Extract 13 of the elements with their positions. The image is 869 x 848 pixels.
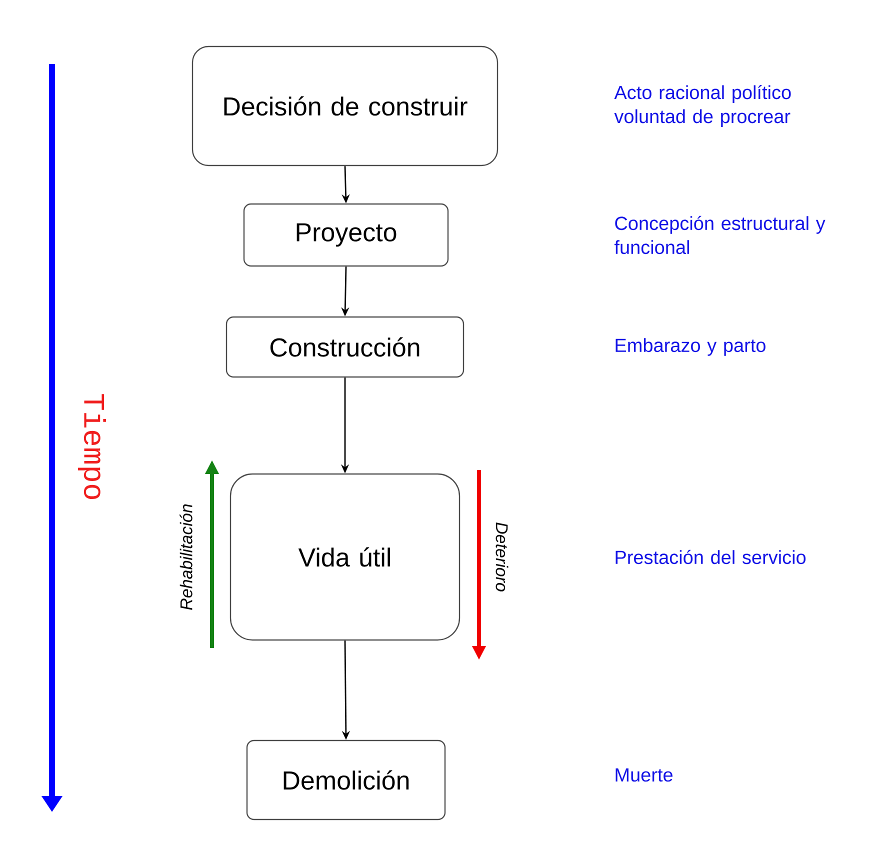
process-box: Construcción <box>226 316 464 378</box>
process-box: Vida útil <box>230 473 460 641</box>
process-box: Demolición <box>246 740 446 820</box>
description-text: Muerte <box>616 768 672 782</box>
description-text: Acto racional político voluntad de procrear <box>614 85 791 127</box>
arrow-label: Deterioro <box>496 522 508 592</box>
description-text: Prestación del servicio <box>616 550 806 564</box>
description-text: Concepción estructural y funcional <box>614 216 826 254</box>
arrow-label: Rehabilitación <box>180 504 192 610</box>
process-box: Decisión de construir <box>192 46 498 166</box>
description-text: Embarazo y parto <box>616 338 766 356</box>
process-box: Proyecto <box>243 203 449 267</box>
axis-label: Tiempo <box>78 394 106 500</box>
